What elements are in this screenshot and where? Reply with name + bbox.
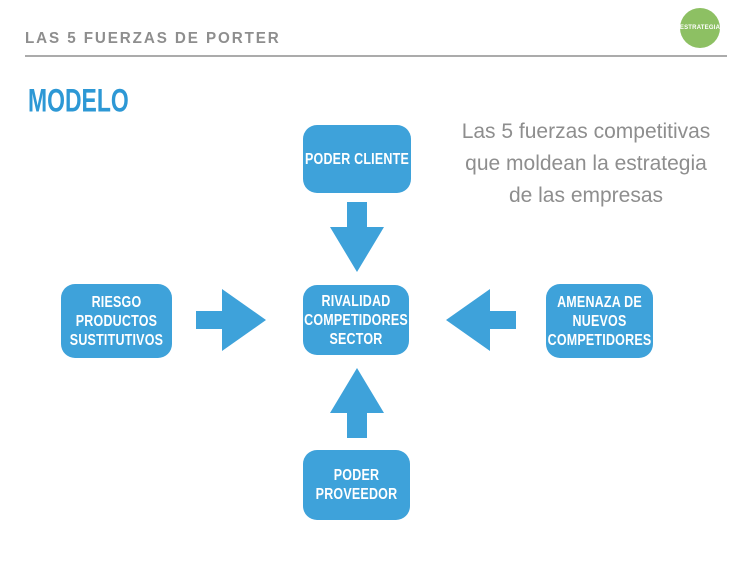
subtitle-line: que moldean la estrategia xyxy=(465,152,707,175)
arrow-right-icon xyxy=(196,289,266,351)
box-poder-proveedor: PODER PROVEEDOR xyxy=(303,450,410,520)
box-label: RIVALIDAD COMPETIDORES SECTOR xyxy=(304,291,408,348)
subtitle: Las 5 fuerzas competitivas que moldean l… xyxy=(440,116,732,212)
box-poder-cliente: PODER CLIENTE xyxy=(303,125,411,193)
arrow-down-icon xyxy=(330,202,384,272)
arrow-left-icon xyxy=(446,289,516,351)
slide-header-title: LAS 5 FUERZAS DE PORTER xyxy=(25,30,281,47)
box-amenaza-nuevos-competidores: AMENAZA DE NUEVOS COMPETIDORES xyxy=(546,284,653,358)
badge-label: ESTRATEGIA xyxy=(679,25,721,31)
section-title: MODELO xyxy=(28,82,129,119)
box-label: RIESGO PRODUCTOS SUSTITUTIVOS xyxy=(69,292,164,349)
box-rivalidad-competidores-sector: RIVALIDAD COMPETIDORES SECTOR xyxy=(303,285,409,355)
arrow-up-shape xyxy=(330,368,384,438)
arrow-down-shape xyxy=(330,202,384,272)
box-label: PODER PROVEEDOR xyxy=(315,465,398,503)
arrow-left-shape xyxy=(446,289,516,351)
box-label: PODER CLIENTE xyxy=(305,149,409,168)
arrow-up-icon xyxy=(330,368,384,438)
box-riesgo-productos-sustitutivos: RIESGO PRODUCTOS SUSTITUTIVOS xyxy=(61,284,172,358)
header-divider xyxy=(25,55,727,57)
box-label: AMENAZA DE NUEVOS COMPETIDORES xyxy=(547,292,652,349)
subtitle-line: Las 5 fuerzas competitivas xyxy=(461,120,711,143)
subtitle-line: de las empresas xyxy=(508,184,664,207)
arrow-right-shape xyxy=(196,289,266,351)
estrategia-badge: ESTRATEGIA xyxy=(680,8,720,48)
